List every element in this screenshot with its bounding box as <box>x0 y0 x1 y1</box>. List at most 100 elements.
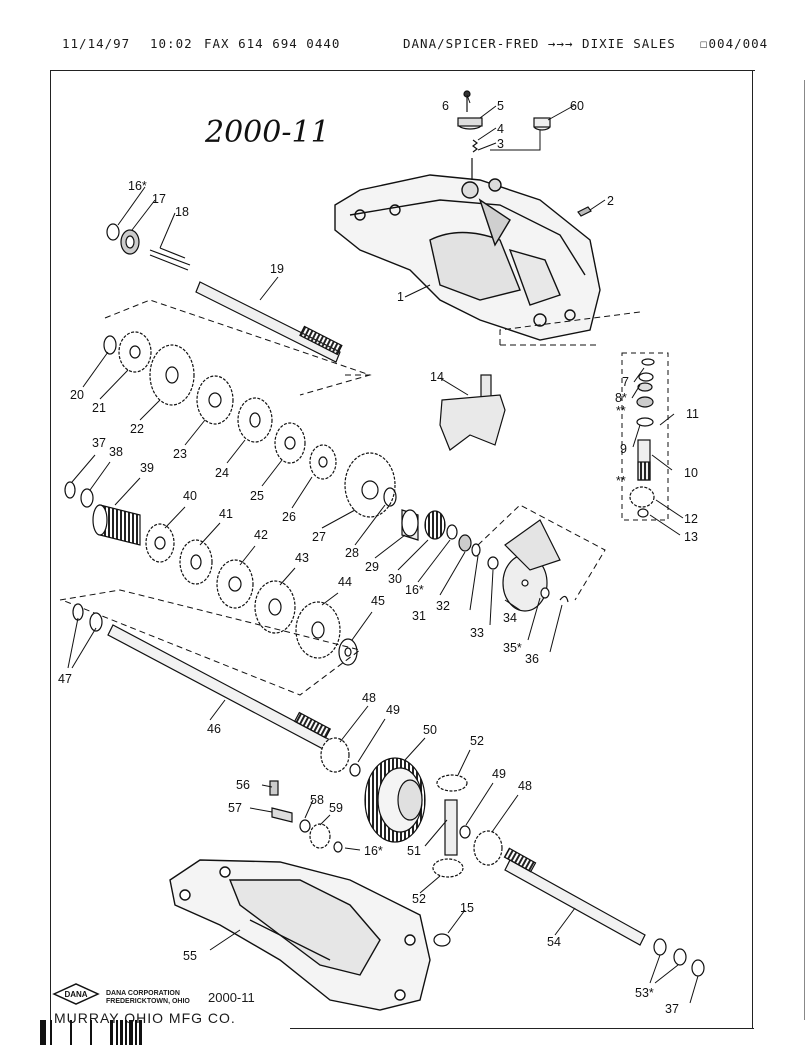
callout-53: 53* <box>635 986 654 1000</box>
callout-27: 27 <box>312 530 326 544</box>
callout-leaders <box>67 94 699 1004</box>
callout-33: 33 <box>470 626 484 640</box>
callout-49-right: 49 <box>492 767 506 781</box>
svg-text:DANA: DANA <box>64 990 87 999</box>
fax-time: 10:02 <box>150 36 193 51</box>
callout-40: 40 <box>183 489 197 503</box>
callout-labels: 1 2 3 4 5 6 60 7 8* ** 9 10 11 12 13 14 … <box>58 99 699 1016</box>
callout-44: 44 <box>338 575 352 589</box>
pinion-group <box>64 481 141 546</box>
callout-60: 60 <box>570 99 584 113</box>
callout-15: 15 <box>460 901 474 915</box>
callout-43: 43 <box>295 551 309 565</box>
callout-54: 54 <box>547 935 561 949</box>
callout-38: 38 <box>109 445 123 459</box>
callout-34: 34 <box>503 611 517 625</box>
callout-24: 24 <box>215 466 229 480</box>
corp-name: DANA CORPORATION FREDERICKTOWN, OHIO <box>106 990 190 1005</box>
callout-8: 8* <box>615 391 627 405</box>
fax-route: DANA/SPICER-FRED →→→ DIXIE SALES <box>403 36 676 51</box>
callout-25: 25 <box>250 489 264 503</box>
differential-assembly <box>320 737 503 878</box>
collar-group <box>401 509 499 570</box>
callout-37-lower: 37 <box>665 1002 679 1016</box>
fax-page: ☐004/004 <box>700 36 769 51</box>
o-ring-15 <box>433 933 451 947</box>
callout-36: 36 <box>525 652 539 666</box>
group-outline-right <box>621 352 669 521</box>
callout-47: 47 <box>58 672 72 686</box>
callout-26: 26 <box>282 510 296 524</box>
callout-31: 31 <box>412 609 426 623</box>
drawing-frame <box>50 70 755 1031</box>
fax-page-icon: ☐ <box>700 36 709 51</box>
dana-logo: DANA <box>52 983 100 1005</box>
title-block: DANA DANA CORPORATION FREDERICKTOWN, OHI… <box>48 972 298 1032</box>
callout-56: 56 <box>236 778 250 792</box>
callout-35: 35* <box>503 641 522 655</box>
callout-51: 51 <box>407 844 421 858</box>
callout-29: 29 <box>365 560 379 574</box>
callout-21: 21 <box>92 401 106 415</box>
callout-23: 23 <box>173 447 187 461</box>
group-outline-brake <box>477 504 606 601</box>
callout-19: 19 <box>270 262 284 276</box>
callout-14: 14 <box>430 370 444 384</box>
callout-16-middle: 16* <box>405 583 424 597</box>
shift-fork <box>439 374 506 451</box>
callout-10-double-star: ** <box>616 474 626 488</box>
callout-13: 13 <box>684 530 698 544</box>
callout-1: 1 <box>397 290 404 304</box>
model-number: 2000-11 <box>208 990 255 1005</box>
callout-28: 28 <box>345 546 359 560</box>
cap-assembly <box>457 90 592 217</box>
callout-18: 18 <box>175 205 189 219</box>
gear-row-lower <box>145 523 358 666</box>
callout-52-upper: 52 <box>470 734 484 748</box>
callout-22: 22 <box>130 422 144 436</box>
callout-16-upper: 16* <box>128 179 147 193</box>
callout-2: 2 <box>607 194 614 208</box>
fax-date: 11/14/97 <box>62 36 131 51</box>
callout-48-right: 48 <box>518 779 532 793</box>
drawing-frame-bottom <box>290 1028 754 1029</box>
callout-10: 10 <box>684 466 698 480</box>
callout-32: 32 <box>436 599 450 613</box>
callout-20: 20 <box>70 388 84 402</box>
callout-45: 45 <box>371 594 385 608</box>
callout-48-left: 48 <box>362 691 376 705</box>
callout-9: 9 <box>620 442 627 456</box>
gear-row-upper <box>103 331 397 518</box>
group-outline-upper <box>104 299 372 396</box>
callout-50: 50 <box>423 723 437 737</box>
callout-4: 4 <box>497 122 504 136</box>
callout-30: 30 <box>388 572 402 586</box>
callout-7: 7 <box>622 375 629 389</box>
shaft-19 <box>195 281 343 363</box>
callout-8-double-star: ** <box>616 404 626 418</box>
callout-58: 58 <box>310 793 324 807</box>
axle-54 <box>503 847 705 977</box>
barcode <box>40 1020 142 1045</box>
fax-header: 11/14/97 10:02 FAX 614 694 0440 DANA/SPI… <box>0 36 808 56</box>
callout-59: 59 <box>329 801 343 815</box>
callout-42: 42 <box>254 528 268 542</box>
callout-41: 41 <box>219 507 233 521</box>
callout-57: 57 <box>228 801 242 815</box>
group-outline-lower <box>59 589 362 696</box>
leader-housing-right <box>499 311 641 346</box>
manufacturer-name: MURRAY OHIO MFG CO. <box>54 1010 236 1026</box>
shaft-46 <box>72 603 332 751</box>
callout-39: 39 <box>140 461 154 475</box>
drawing-frame-right <box>752 70 753 1028</box>
callout-16-lower: 16* <box>364 844 383 858</box>
axle-pin-group <box>629 358 655 518</box>
callout-49-left: 49 <box>386 703 400 717</box>
callout-55: 55 <box>183 949 197 963</box>
callout-12: 12 <box>684 512 698 526</box>
handwritten-model-note: 2000-11 <box>204 115 330 150</box>
cross-shaft-parts <box>269 780 343 853</box>
callout-37-upper: 37 <box>92 436 106 450</box>
upper-housing <box>334 174 601 341</box>
